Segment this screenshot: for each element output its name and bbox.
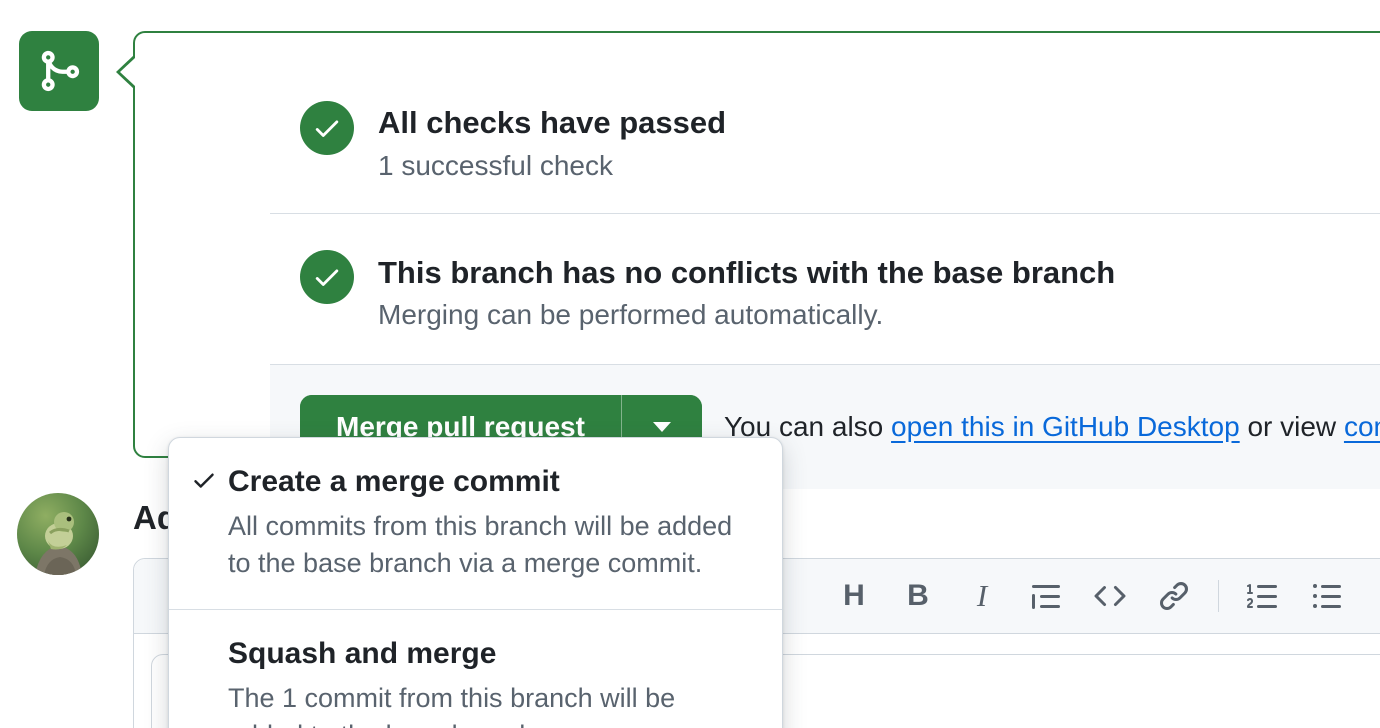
- quote-icon: [1032, 585, 1060, 609]
- bullet-list-button[interactable]: [1307, 576, 1347, 616]
- checks-subtitle: 1 successful check: [378, 150, 613, 181]
- conflicts-subtitle: Merging can be performed automatically.: [378, 299, 884, 330]
- numbered-list-icon: [1247, 584, 1277, 608]
- bold-button[interactable]: B: [898, 576, 938, 616]
- dropdown-caret-icon: [652, 422, 671, 432]
- menu-item-title: Squash and merge: [228, 637, 497, 670]
- link-icon: [1159, 581, 1189, 611]
- quote-button[interactable]: [1026, 576, 1066, 616]
- alternative-merge-options-text: You can also open this in GitHub Desktop…: [724, 411, 1380, 443]
- conflicts-title: This branch has no conflicts with the ba…: [378, 255, 1116, 290]
- menu-item-title: Create a merge commit: [228, 465, 560, 498]
- alt-prefix-text: You can also: [723, 411, 892, 442]
- checks-passed-icon: [300, 101, 354, 155]
- menu-item-description: The 1 commit from this branch will be ad…: [228, 683, 676, 728]
- selected-check-icon: [194, 473, 214, 488]
- menu-item-create-merge-commit[interactable]: Create a merge commit All commits from t…: [169, 438, 782, 609]
- bullet-list-icon: [1313, 584, 1341, 608]
- link-button[interactable]: [1154, 576, 1194, 616]
- menu-item-description: All commits from this branch will be add…: [228, 511, 733, 578]
- bold-icon: B: [907, 579, 929, 612]
- merge-button-separator: [620, 395, 622, 459]
- markdown-toolbar: H B I: [834, 559, 1347, 633]
- heading-icon: H: [843, 579, 865, 612]
- open-in-github-desktop-link[interactable]: open this in GitHub Desktop: [891, 411, 1240, 442]
- check-icon: [315, 120, 339, 137]
- merge-status-box: All checks have passed 1 successful chec…: [133, 31, 1380, 489]
- code-icon: [1094, 585, 1126, 607]
- heading-button[interactable]: H: [834, 576, 874, 616]
- alt-middle-text: or view: [1239, 411, 1344, 442]
- italic-icon: I: [976, 578, 988, 613]
- frog-avatar-image: [17, 493, 99, 575]
- toolbar-divider: [1218, 580, 1219, 612]
- merge-box-pointer-fill: [120, 58, 135, 86]
- numbered-list-button[interactable]: [1243, 576, 1283, 616]
- git-merge-icon: [41, 50, 80, 92]
- check-icon: [315, 269, 339, 286]
- code-button[interactable]: [1090, 576, 1130, 616]
- checks-title: All checks have passed: [378, 105, 727, 140]
- menu-item-squash-and-merge[interactable]: Squash and merge The 1 commit from this …: [169, 610, 782, 728]
- menu-divider: [169, 609, 782, 610]
- avatar: [17, 493, 99, 575]
- merge-options-menu: Create a merge commit All commits from t…: [168, 437, 783, 728]
- italic-button[interactable]: I: [962, 576, 1002, 616]
- command-line-instructions-link[interactable]: command line instructions.: [1343, 411, 1380, 442]
- merge-box-divider: [270, 213, 1380, 214]
- no-conflicts-icon: [300, 250, 354, 304]
- git-merge-status-badge: [19, 31, 99, 111]
